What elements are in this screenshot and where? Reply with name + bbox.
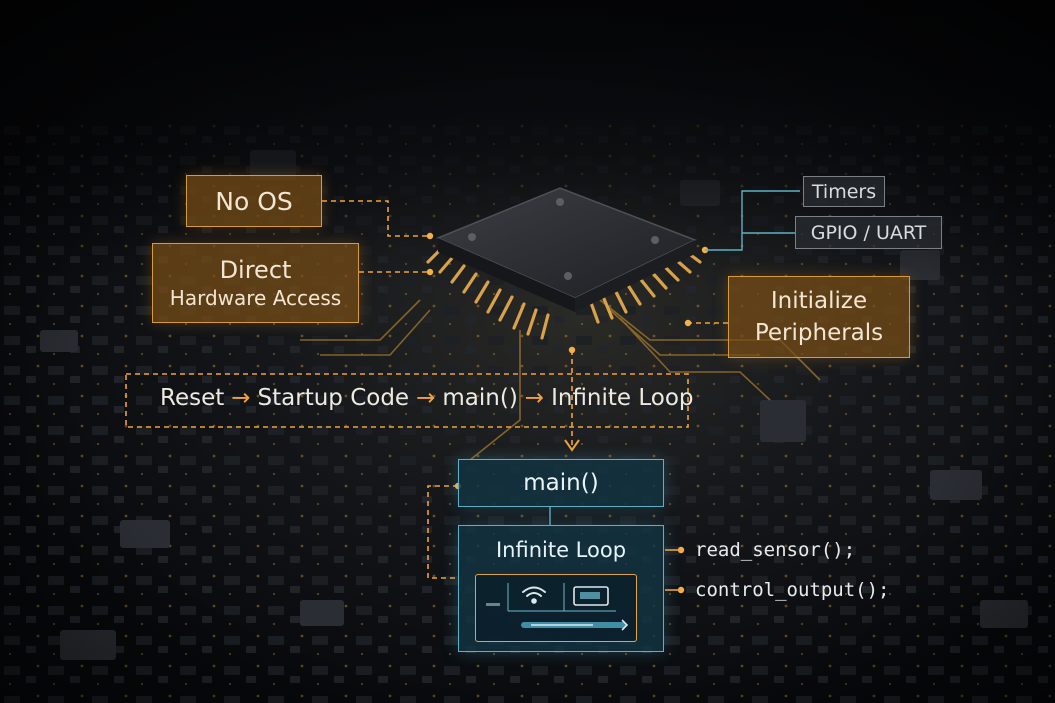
no-os-text: No OS <box>215 186 293 216</box>
main-function-box: main() <box>458 459 664 507</box>
initialize-text: Initialize <box>770 288 868 314</box>
code-control-output: control_output(); <box>695 579 890 601</box>
boot-flow: Reset → Startup Code → main() → Infinite… <box>160 380 694 416</box>
direct-text: Direct <box>219 256 292 284</box>
flow-arrow-icon: → <box>231 385 251 411</box>
connector-peripherals <box>705 190 800 251</box>
main-text: main() <box>523 470 599 496</box>
timers-text: Timers <box>811 180 877 203</box>
flow-arrow-icon: → <box>524 385 545 411</box>
flow-step-main: main() <box>442 385 518 411</box>
device-screen <box>475 574 637 642</box>
display-icon <box>573 586 609 606</box>
arrow-to-main-icon <box>564 439 580 452</box>
code-read-sensor: read_sensor(); <box>695 539 856 561</box>
tag-gpio-uart: GPIO / UART <box>795 216 942 249</box>
flow-step-startup: Startup Code <box>257 385 410 411</box>
connector-loop-back <box>427 485 458 579</box>
flow-step-reset: Reset <box>160 385 225 411</box>
flow-step-loop: Infinite Loop <box>551 385 694 411</box>
infinite-loop-box: Infinite Loop <box>458 525 664 652</box>
peripherals-text: Peripherals <box>754 320 884 346</box>
label-no-os: No OS <box>186 175 322 227</box>
infinite-loop-text: Infinite Loop <box>495 538 627 562</box>
gpio-uart-text: GPIO / UART <box>810 221 927 244</box>
screen-graphics <box>486 583 629 631</box>
tag-timers: Timers <box>803 176 885 207</box>
flow-arrow-icon: → <box>416 385 436 411</box>
hardware-access-text: Hardware Access <box>169 286 342 310</box>
label-initialize-peripherals: Initialize Peripherals <box>728 276 910 358</box>
label-direct-hardware: Direct Hardware Access <box>152 243 359 323</box>
wifi-icon <box>522 586 546 604</box>
connector-no-os <box>322 200 430 237</box>
connector-flow-frame <box>125 373 689 428</box>
